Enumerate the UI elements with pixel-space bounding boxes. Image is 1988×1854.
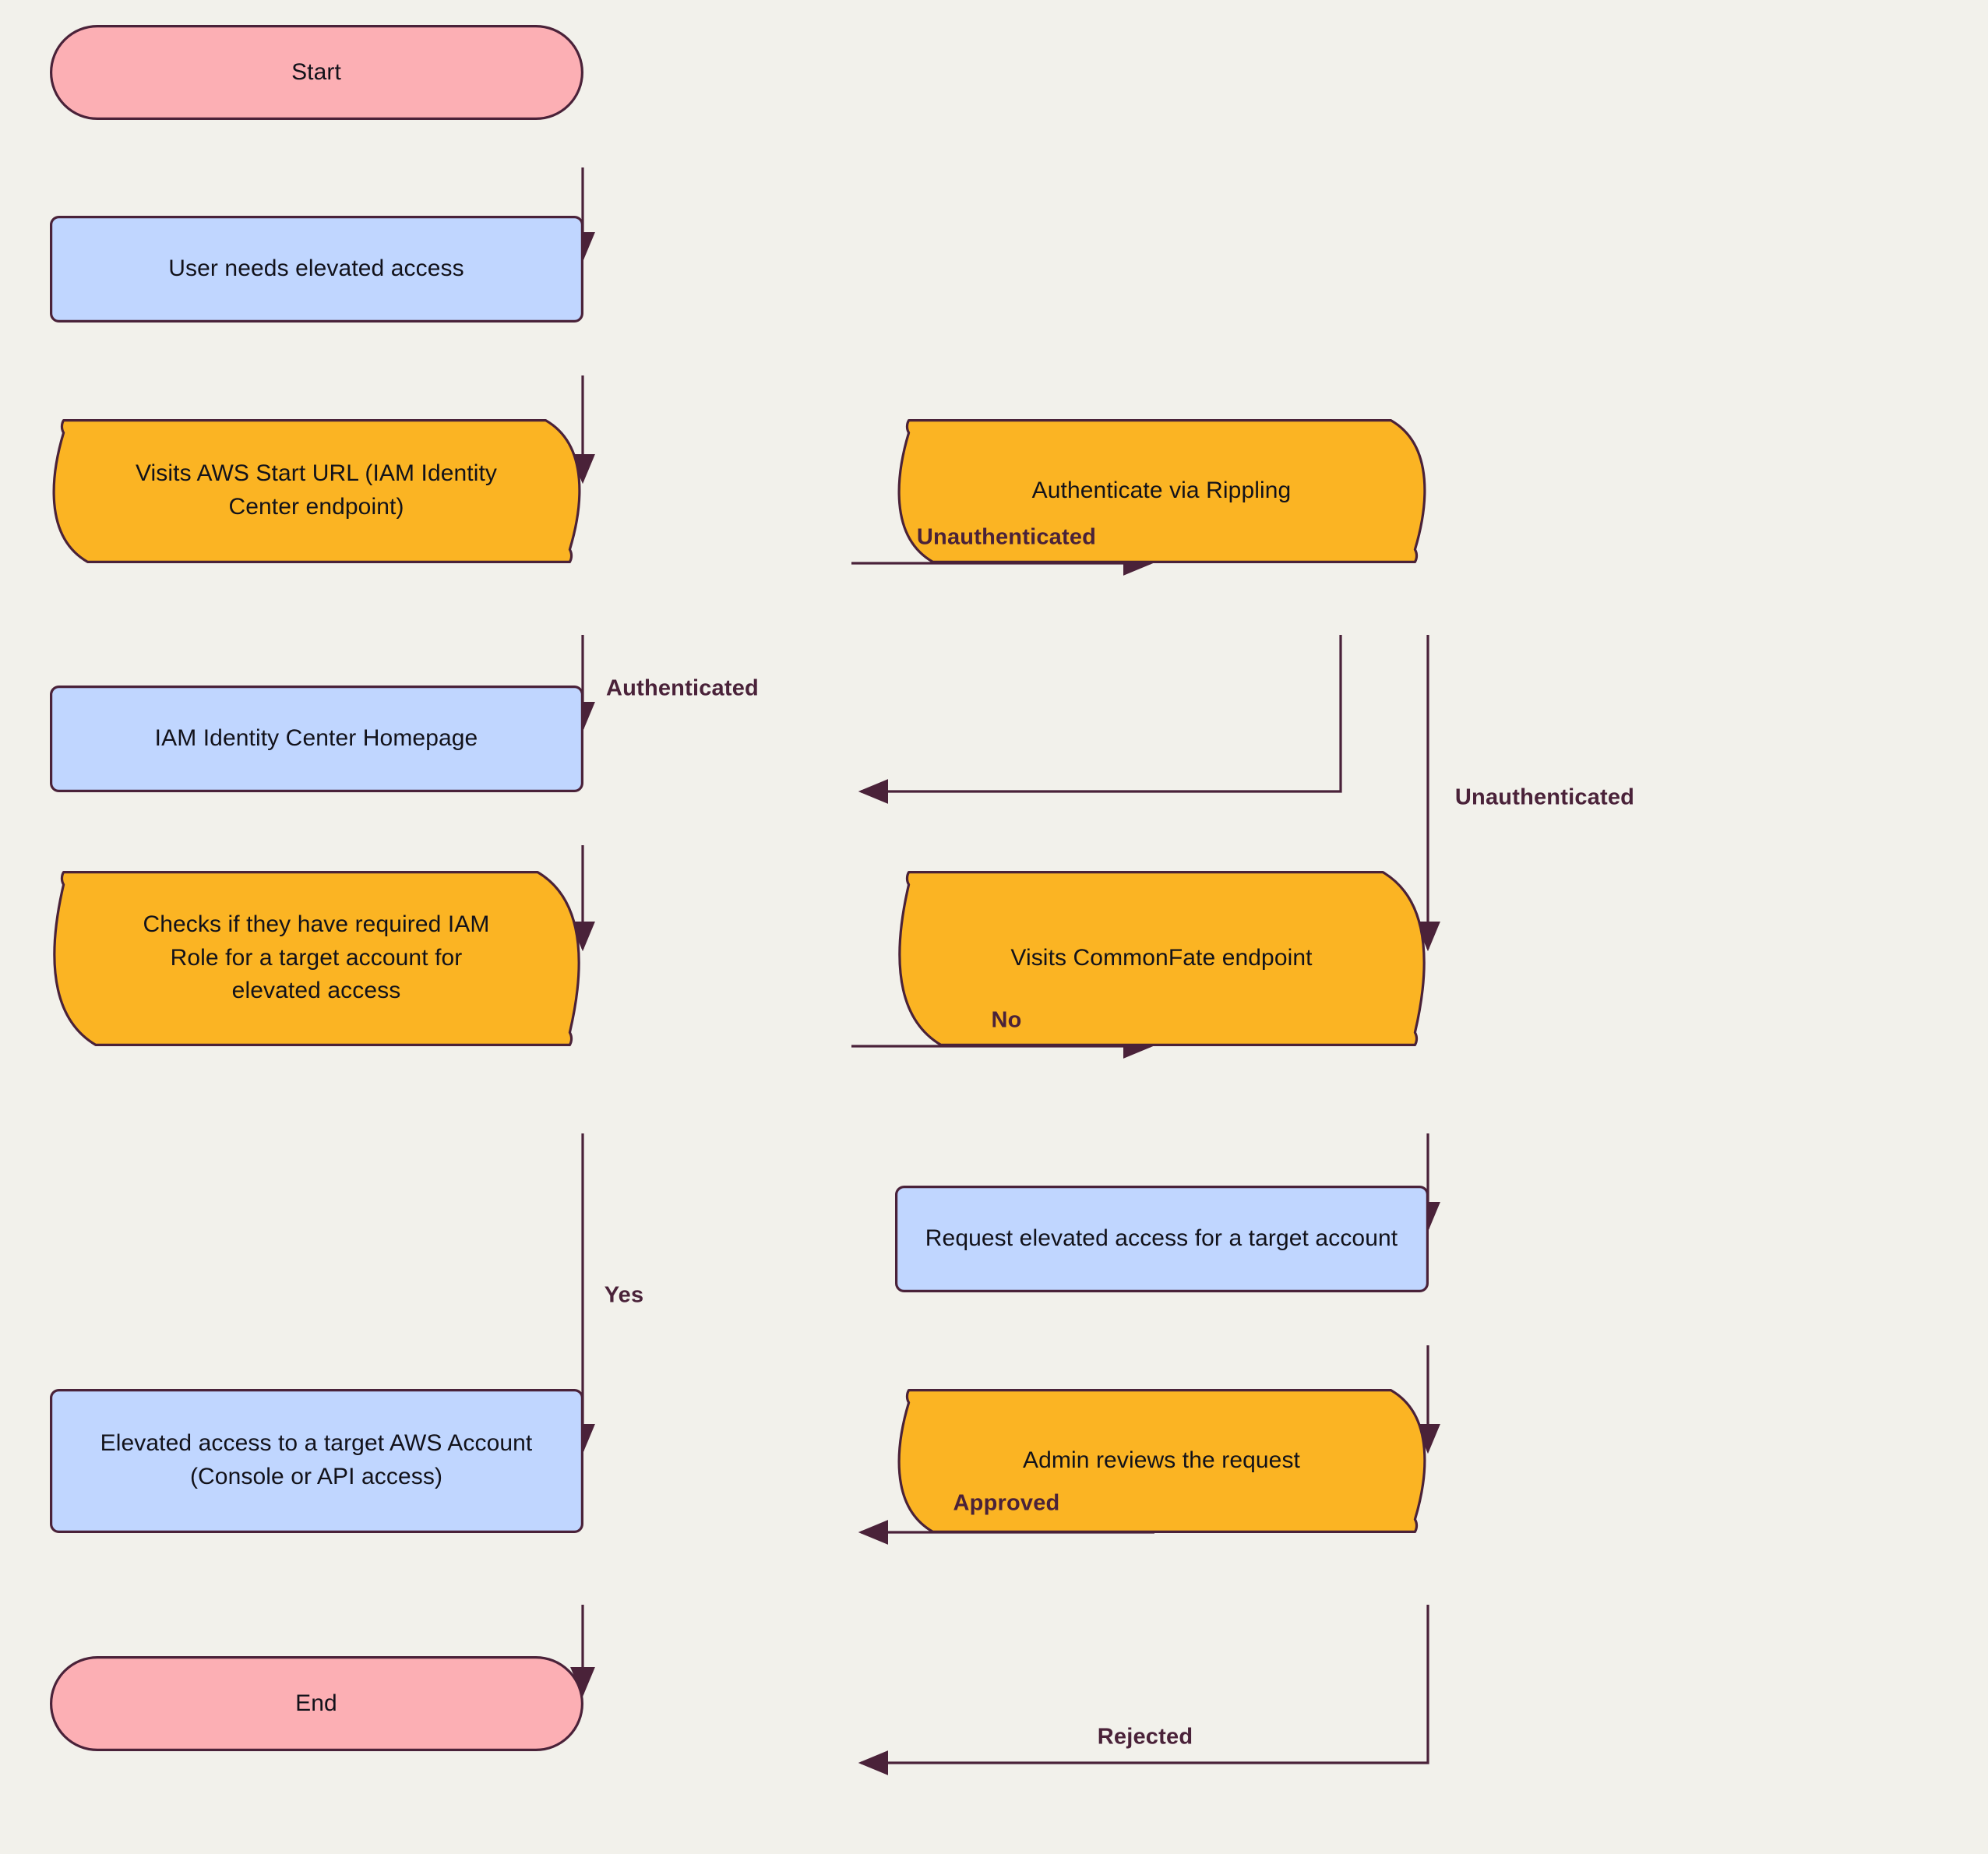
node-shape-rect [49, 1388, 583, 1533]
node-shape-lean [897, 870, 1426, 1046]
edge-label-e8: No [991, 1007, 1022, 1033]
edge-label-e14: Rejected [1097, 1724, 1193, 1750]
edge-label-e3: Unauthenticated [916, 524, 1097, 550]
node-label: End [295, 1690, 337, 1716]
node-starturl[interactable]: Visits AWS Start URL (IAM Identity Cente… [50, 418, 583, 563]
edge-label-e9: Yes [604, 1282, 644, 1308]
edge-label-e12: Approved [953, 1490, 1060, 1516]
edge-label-e6: Unauthenticated [1454, 784, 1635, 810]
node-adminreview[interactable]: Admin reviews the request [895, 1388, 1429, 1533]
node-end[interactable]: End [49, 1656, 583, 1751]
node-shape-lean [52, 418, 580, 563]
node-label: Request elevated access for a target acc… [925, 1225, 1398, 1251]
node-shape-stadium [49, 1656, 583, 1751]
node-shape-rect [894, 1185, 1429, 1292]
node-label: Visits AWS Start URL (IAM Identity Cente… [135, 460, 498, 520]
node-label: IAM Identity Center Homepage [154, 724, 478, 751]
node-label: Authenticate via Rippling [1031, 477, 1292, 503]
node-elevated[interactable]: Elevated access to a target AWS Account … [49, 1388, 583, 1533]
node-need[interactable]: User needs elevated access [49, 215, 583, 323]
node-shape-rect [49, 685, 583, 792]
node-start[interactable]: Start [49, 25, 583, 120]
node-commonfate[interactable]: Visits CommonFate endpoint [895, 870, 1429, 1046]
edge-label-e4: Authenticated [606, 675, 759, 701]
node-shape-lean [52, 870, 580, 1046]
node-shape-lean [897, 418, 1426, 563]
node-checkrole[interactable]: Checks if they have required IAM Role fo… [50, 870, 583, 1046]
node-label: Checks if they have required IAM Role fo… [143, 911, 490, 1004]
node-request[interactable]: Request elevated access for a target acc… [894, 1185, 1429, 1292]
node-label: Visits CommonFate endpoint [1010, 944, 1313, 971]
node-shape-stadium [49, 25, 583, 120]
node-label: User needs elevated access [168, 255, 464, 281]
node-label: Elevated access to a target AWS Account … [100, 1430, 533, 1489]
node-shape-lean [897, 1388, 1426, 1533]
node-shape-rect [49, 215, 583, 323]
node-rippling[interactable]: Authenticate via Rippling [895, 418, 1429, 563]
node-homepage[interactable]: IAM Identity Center Homepage [49, 685, 583, 792]
node-label: Admin reviews the request [1023, 1447, 1300, 1473]
node-label: Start [291, 58, 341, 85]
